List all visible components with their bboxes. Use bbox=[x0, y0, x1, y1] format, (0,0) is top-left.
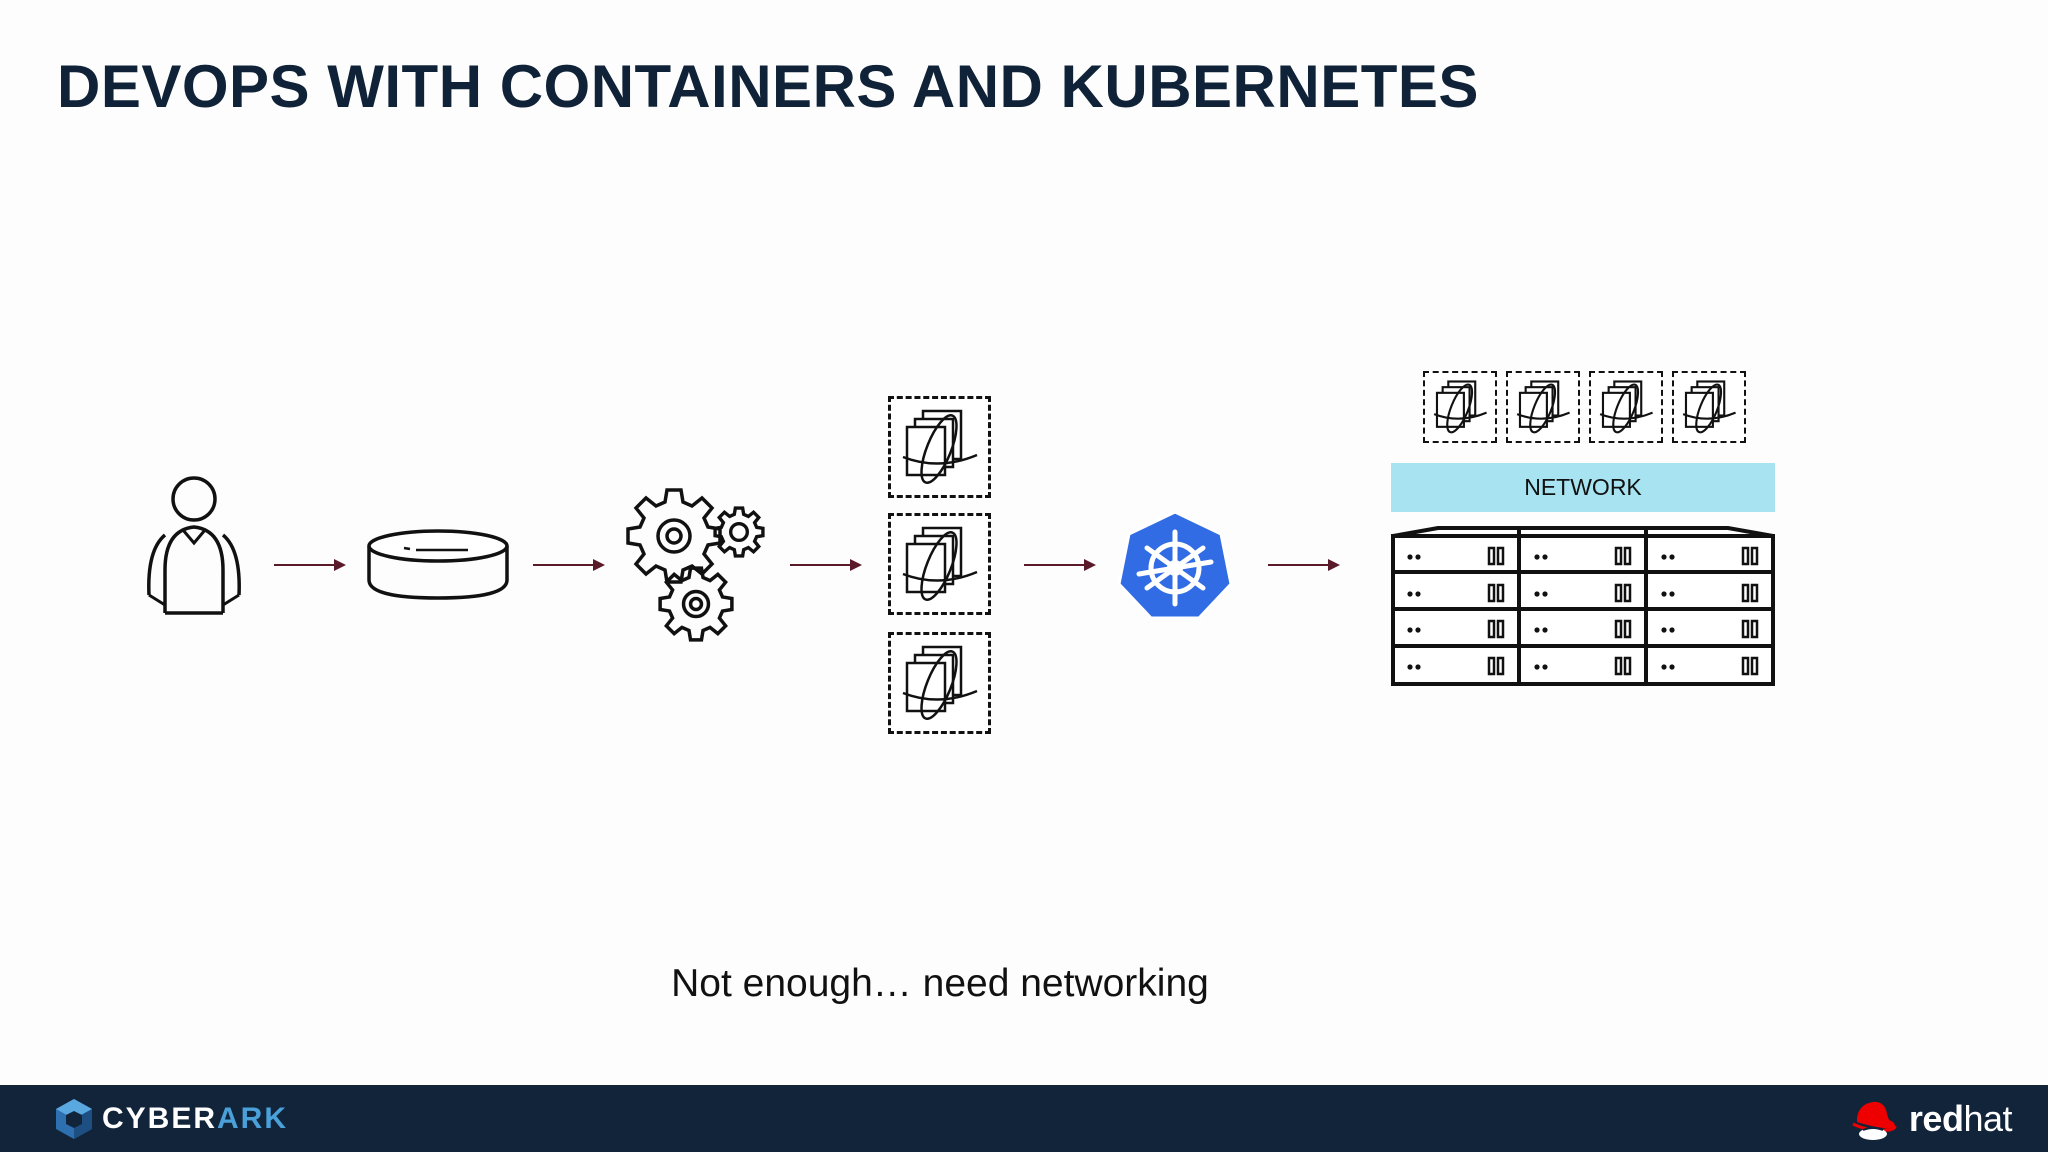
container-image-box bbox=[888, 513, 991, 615]
redhat-shadowman-icon bbox=[1852, 1101, 1897, 1140]
cyberark-wordmark: CYBERARK bbox=[102, 1102, 288, 1136]
container-image-icon bbox=[902, 645, 978, 720]
slide-caption: Not enough… need networking bbox=[671, 962, 1209, 1005]
build-gears-icon bbox=[626, 488, 765, 642]
network-band: NETWORK bbox=[1391, 463, 1775, 512]
cyberark-wordmark-part2: ARK bbox=[217, 1102, 289, 1135]
server-rack-cluster-icon bbox=[1391, 526, 1775, 686]
deployed-container-box bbox=[1506, 371, 1580, 443]
slide-footer bbox=[0, 1085, 2048, 1152]
cyberark-cube-icon bbox=[56, 1099, 92, 1139]
flow-arrow bbox=[1268, 559, 1340, 571]
cyberark-wordmark-part1: CYBER bbox=[102, 1102, 218, 1135]
container-image-box bbox=[888, 632, 991, 734]
container-image-icon bbox=[902, 526, 978, 601]
developer-person-icon bbox=[147, 476, 241, 615]
container-image-icon bbox=[1599, 380, 1653, 434]
redhat-wordmark-part2: hat bbox=[1963, 1098, 2012, 1139]
container-image-box bbox=[888, 396, 991, 498]
flow-arrow bbox=[533, 559, 605, 571]
container-image-icon bbox=[1682, 380, 1736, 434]
flow-arrow bbox=[274, 559, 346, 571]
code-repository-disc-icon bbox=[367, 529, 509, 600]
redhat-wordmark: redhat bbox=[1908, 1098, 2013, 1140]
slide-title: DEVOPS WITH CONTAINERS AND KUBERNETES bbox=[57, 53, 1479, 120]
container-image-icon bbox=[1516, 380, 1570, 434]
kubernetes-logo-icon bbox=[1117, 510, 1233, 620]
redhat-wordmark-part1: red bbox=[1908, 1098, 1964, 1139]
redhat-logo: redhat bbox=[1849, 1094, 2012, 1144]
flow-arrow bbox=[790, 559, 862, 571]
deployed-container-box bbox=[1672, 371, 1746, 443]
container-image-icon bbox=[1433, 380, 1487, 434]
container-image-icon bbox=[902, 409, 978, 484]
cyberark-logo: CYBERARK bbox=[54, 1096, 288, 1142]
flow-arrow bbox=[1024, 559, 1096, 571]
deployed-container-box bbox=[1423, 371, 1497, 443]
network-label: NETWORK bbox=[1524, 474, 1642, 500]
deployed-container-box bbox=[1589, 371, 1663, 443]
